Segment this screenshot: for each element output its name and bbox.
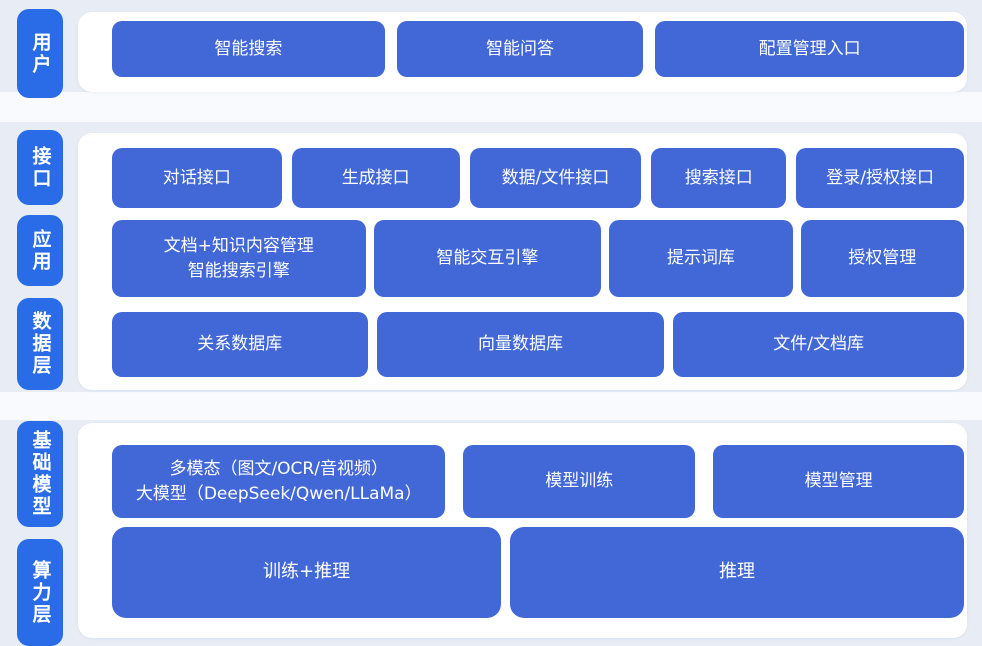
box-model-management: 模型管理 <box>713 445 964 518</box>
box-auth-management: 授权管理 <box>800 220 964 297</box>
row-compute: 训练+推理 推理 <box>112 527 964 618</box>
box-smart-search: 智能搜索 <box>112 21 385 77</box>
box-config-entry: 配置管理入口 <box>655 21 964 77</box>
box-file-doc-store: 文件/文档库 <box>673 312 964 377</box>
box-dialog-api: 对话接口 <box>112 148 282 208</box>
box-generation-api: 生成接口 <box>291 148 460 208</box>
layer-pill-application-label: 应用 <box>29 228 52 273</box>
layer-pill-compute-label: 算力层 <box>29 559 52 626</box>
layer-pill-compute: 算力层 <box>17 539 63 646</box>
box-prompt-library: 提示词库 <box>609 220 793 297</box>
box-training-inference: 训练+推理 <box>112 527 502 618</box>
box-search-api: 搜索接口 <box>651 148 787 208</box>
row-application: 文档+知识内容管理 智能搜索引擎 智能交互引擎 提示词库 授权管理 <box>112 220 964 297</box>
row-interface: 对话接口 生成接口 数据/文件接口 搜索接口 登录/授权接口 <box>112 148 964 208</box>
row-user: 智能搜索 智能问答 配置管理入口 <box>112 21 964 77</box>
layer-pill-interface-label: 接口 <box>29 145 52 190</box>
layer-pill-data-label: 数据层 <box>29 311 52 377</box>
box-smart-qa: 智能问答 <box>396 21 644 77</box>
box-vector-db: 向量数据库 <box>376 312 665 377</box>
row-foundation-model: 多模态（图文/OCR/音视频） 大模型（DeepSeek/Qwen/LLaMa）… <box>112 445 964 518</box>
layer-pill-user: 用户 <box>17 9 63 98</box>
box-interactive-engine: 智能交互引擎 <box>373 220 602 297</box>
layer-pill-data: 数据层 <box>17 298 63 390</box>
box-doc-knowledge-search-engine: 文档+知识内容管理 智能搜索引擎 <box>112 220 366 297</box>
box-model-training: 模型训练 <box>463 445 696 518</box>
layer-pill-foundation-model-label: 基础模型 <box>29 430 52 518</box>
box-inference: 推理 <box>510 527 964 618</box>
box-data-file-api: 数据/文件接口 <box>469 148 642 208</box>
layer-pill-foundation-model: 基础模型 <box>17 421 63 527</box>
box-login-auth-api: 登录/授权接口 <box>796 148 964 208</box>
box-relational-db: 关系数据库 <box>112 312 368 377</box>
layer-pill-application: 应用 <box>17 215 63 286</box>
layer-pill-interface: 接口 <box>17 130 63 205</box>
row-data: 关系数据库 向量数据库 文件/文档库 <box>112 312 964 377</box>
box-multimodal-llm: 多模态（图文/OCR/音视频） 大模型（DeepSeek/Qwen/LLaMa） <box>112 445 446 518</box>
layer-pill-user-label: 用户 <box>29 31 52 76</box>
